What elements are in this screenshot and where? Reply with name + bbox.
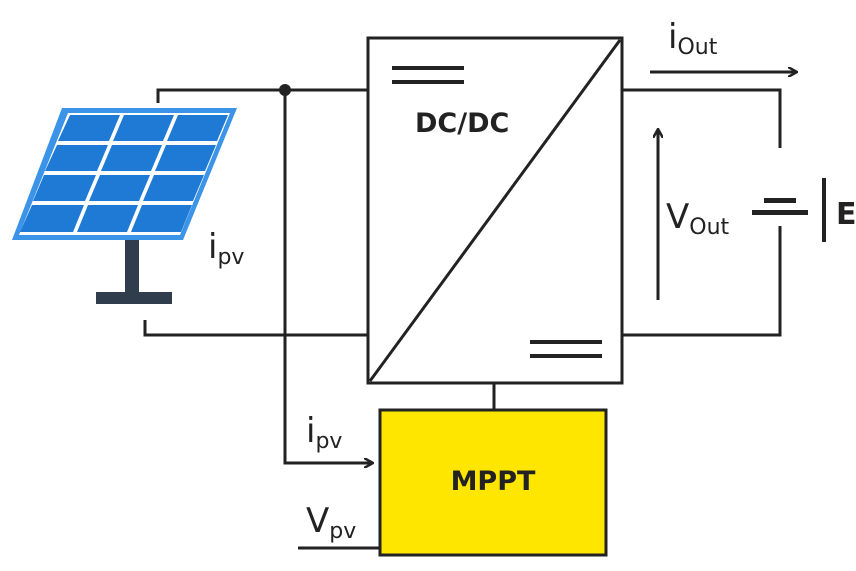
i-pv-left-label: ipv — [208, 227, 244, 270]
solar-panel-icon — [12, 108, 237, 304]
battery-icon — [752, 178, 826, 242]
v-pv-label: Vpv — [306, 501, 356, 544]
junction-dot — [279, 84, 291, 96]
circuit-wires — [143, 72, 796, 550]
i-pv-mppt-label: ipv — [306, 411, 342, 454]
dc-dc-label: DC/DC — [415, 108, 509, 139]
dc-dc-converter-block — [366, 36, 624, 385]
i-out-label: iOut — [668, 17, 718, 60]
mppt-label: MPPT — [451, 466, 536, 497]
mppt-block — [378, 408, 608, 557]
battery-label: E — [836, 197, 856, 232]
v-out-label: VOut — [666, 197, 730, 240]
